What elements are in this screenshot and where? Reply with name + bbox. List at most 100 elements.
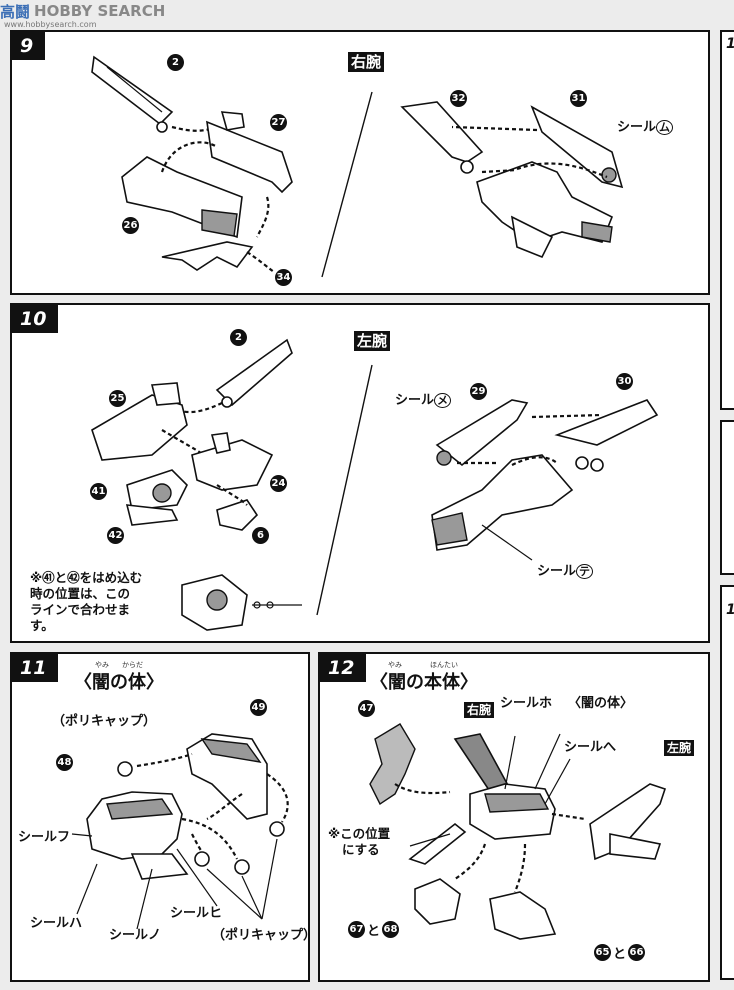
step-12-panel: 12 やみ ほんたい 〈闇の本体〉	[318, 652, 710, 982]
step-11-seal-ha: シールハ	[30, 916, 83, 931]
polycap-2	[269, 821, 285, 837]
step-9-diagram	[91, 55, 624, 278]
left-arm-part	[589, 783, 667, 861]
step-10-number: 10	[12, 305, 59, 333]
part-left-arm-assembly	[431, 454, 574, 551]
step-11-part-49: 49	[250, 699, 267, 716]
and-1: と	[367, 924, 381, 939]
step-10-part-29: 29	[470, 383, 487, 400]
step-10-seal-me: シールメ	[395, 389, 452, 408]
step-11-polycap-label-bottom: （ポリキャップ）	[212, 928, 317, 943]
step-10-title: 左腕	[354, 331, 391, 351]
part-2-blade	[91, 55, 174, 126]
step-11-part-48: 48	[56, 754, 73, 771]
note-line-2: 時の位置は、この	[30, 586, 131, 601]
side-strip-top	[720, 30, 734, 410]
step-10-part-41: 41	[90, 483, 107, 500]
seal-label: シール	[395, 393, 435, 408]
part-67: 67	[348, 921, 365, 938]
part-66: 66	[628, 944, 646, 961]
ruby-karada: からだ	[122, 661, 143, 669]
step-11-diagram	[71, 733, 289, 930]
part-65-66-foot	[489, 891, 557, 940]
note-line-1: ※㊶と㊷をはめ込む	[30, 570, 143, 585]
part-25	[91, 394, 188, 461]
right-arm-box: 右腕	[464, 702, 495, 718]
step-10-part-24: 24	[270, 475, 287, 492]
step-12-right-arm-label: 右腕	[464, 702, 495, 718]
step-9-part-31: 31	[570, 90, 587, 107]
watermark-hobby: HOBBY	[34, 2, 93, 20]
step-11-panel: 11 やみ からだ 〈闇の体〉	[10, 652, 316, 982]
step-10-part-30: 30	[616, 373, 633, 390]
step-9-part-34: 34	[275, 269, 292, 286]
step-12-title: 〈闇の本体〉	[370, 672, 478, 693]
watermark-url: www.hobbysearch.com	[4, 20, 97, 29]
step-9-part-2: 2	[167, 54, 184, 71]
part-29	[435, 399, 529, 467]
step-10-note: ※㊶と㊷をはめ込む 時の位置は、この ラインで合わせま す。	[30, 570, 142, 634]
ruby-hontai: ほんたい	[430, 661, 458, 669]
part-65: 65	[594, 944, 611, 961]
part-47-wing	[369, 723, 416, 806]
part-2-blade	[215, 338, 293, 407]
seal-letter: メ	[434, 393, 452, 408]
step-11-seal-hi: シールヒ	[170, 906, 223, 921]
step-9-seal-mu: シールム	[617, 116, 674, 135]
step-9-title-box: 右腕	[348, 52, 385, 72]
step-12-parts-67-68: 67 と 68	[348, 920, 400, 939]
step-9-number: 9	[12, 32, 46, 60]
part-27	[206, 120, 293, 194]
part-31	[530, 105, 624, 189]
step-10-title-box: 左腕	[354, 331, 391, 351]
step-9-title: 右腕	[348, 52, 385, 72]
part-30	[554, 399, 659, 446]
step-12-body-label: 〈闇の体〉	[568, 696, 634, 711]
side-number-2: 1	[726, 602, 734, 618]
step-11-polycap-label-top: （ポリキャップ）	[52, 714, 157, 729]
note-line-3: ラインで合わせま	[30, 602, 131, 617]
polycap-3	[194, 851, 210, 867]
part-67-68-foot	[414, 878, 461, 925]
part-34-blade	[161, 241, 254, 271]
watermark-kanji-2: 鬪	[15, 2, 31, 21]
step-11-seal-no: シールノ	[109, 928, 162, 943]
seal-label: シール	[617, 120, 657, 135]
part-right-arm-assembly	[476, 161, 614, 243]
step-12-seal-he: シールへ	[564, 740, 617, 755]
ruby-yami: やみ	[95, 661, 109, 669]
step-10-part-42: 42	[107, 527, 124, 544]
step-10-part-25: 25	[109, 390, 126, 407]
step-12-left-arm-label: 左腕	[664, 740, 695, 756]
note-line-4: す。	[30, 618, 54, 633]
part-32	[400, 101, 484, 163]
side-strip-mid	[720, 420, 734, 575]
step-11-title: 〈闇の体〉	[74, 672, 164, 693]
polycap-1	[117, 761, 133, 777]
step-12-note: ※この位置 にする	[328, 826, 390, 858]
ruby-yami: やみ	[388, 661, 402, 669]
step-11-seal-fu: シールフ	[18, 830, 71, 845]
step-12-part-47: 47	[358, 700, 375, 717]
step-9-part-32: 32	[450, 90, 467, 107]
polycap-4	[234, 859, 250, 875]
watermark-kanji: 高	[0, 2, 16, 21]
step-12-seal-ho: シールホ	[500, 696, 553, 711]
watermark-search: SEARCH	[97, 2, 166, 20]
step-12-number: 12	[320, 654, 367, 682]
step-9-part-26: 26	[122, 217, 139, 234]
side-number-1: 1	[726, 36, 734, 52]
step-10-part-2: 2	[230, 329, 247, 346]
step-10-seal-te: シールテ	[537, 560, 594, 579]
seal-letter: ム	[656, 120, 674, 135]
note-line-1: ※この位置	[328, 826, 391, 841]
part-6	[216, 499, 259, 531]
step-10-diagram	[91, 338, 659, 631]
step-9-panel: 9 右腕	[10, 30, 710, 295]
step-12-parts-65-66: 65 と 66	[594, 943, 646, 962]
note-line-2: にする	[342, 842, 380, 857]
part-42-claw	[125, 504, 179, 526]
step-12-diagram	[369, 723, 667, 940]
